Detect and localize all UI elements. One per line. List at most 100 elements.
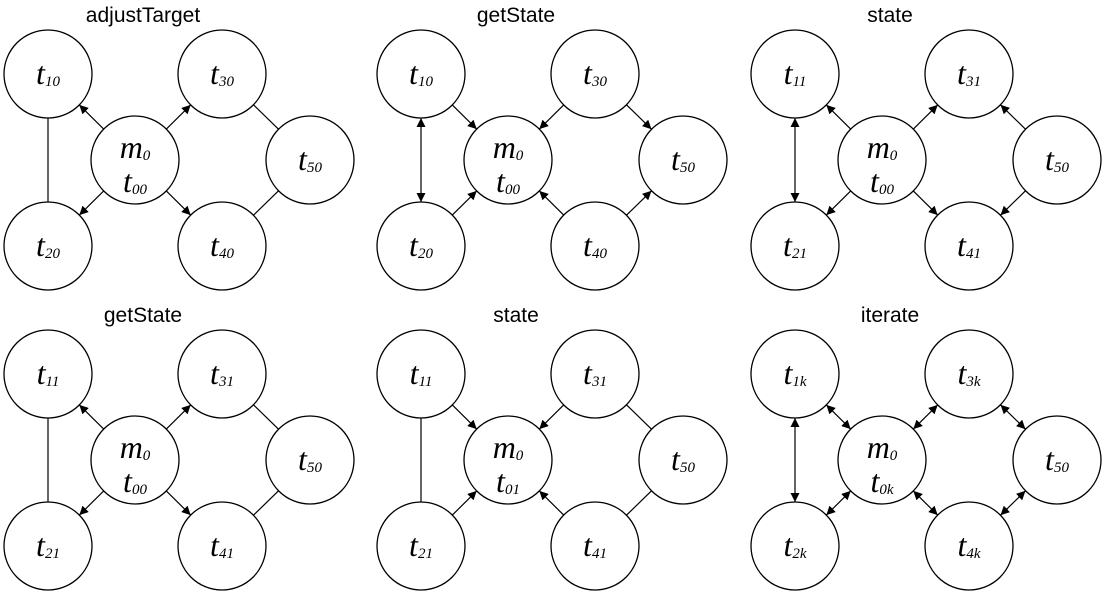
edge-m-t2 [78, 190, 105, 216]
node-subscript: 00 [505, 182, 521, 198]
panel-title: iterate [861, 304, 919, 327]
node-subscript: 11 [793, 74, 807, 90]
node-label: m0 [867, 429, 898, 465]
node-subscript: 41 [592, 546, 607, 562]
node-subscript: 41 [966, 246, 981, 262]
node-subscript: 01 [505, 482, 520, 498]
node-subscript: 11 [46, 374, 60, 390]
node-circle [550, 201, 640, 291]
edge-m-t3 [165, 404, 192, 430]
edge-m-t2 [825, 490, 852, 516]
node-main-letter: t [298, 141, 308, 177]
node-circle [3, 201, 93, 291]
node-main-letter: t [410, 355, 420, 391]
node-t3: t31 [177, 329, 267, 419]
node-t1: t11 [3, 329, 93, 419]
node-label: t11 [37, 355, 60, 391]
node-circle [837, 415, 927, 505]
node-circle [924, 329, 1014, 419]
node-subscript: 00 [132, 182, 148, 198]
node-main-letter: t [783, 527, 793, 563]
node-subscript: 50 [1054, 160, 1070, 176]
node-main-letter: m [493, 429, 516, 465]
node-label: t30 [583, 55, 607, 91]
node-circle [177, 201, 267, 291]
node-t5: t50 [265, 415, 355, 505]
node-circle [638, 415, 728, 505]
node-label: t50 [1045, 441, 1069, 477]
node-label: t00 [496, 163, 520, 199]
edge-m-t2 [78, 490, 105, 516]
node-subscript: 21 [418, 546, 433, 562]
node-subscript: 21 [45, 546, 60, 562]
node-subscript: 0 [890, 448, 898, 464]
edge-t3-t5 [1000, 404, 1026, 430]
node-circle [463, 415, 553, 505]
node-circle [924, 29, 1014, 119]
node-subscript: 31 [218, 374, 234, 390]
edge-m-t3 [912, 404, 939, 430]
node-main-letter: t [1045, 441, 1055, 477]
node-main-letter: t [123, 163, 133, 199]
node-subscript: 4k [966, 546, 981, 562]
node-circle [90, 415, 180, 505]
node-label: t11 [410, 355, 433, 391]
node-circle [750, 201, 840, 291]
node-subscript: 40 [219, 246, 235, 262]
node-main-letter: m [867, 129, 890, 165]
node-t1: t10 [3, 29, 93, 119]
node-subscript: 0 [143, 148, 151, 164]
node-label: t30 [210, 55, 234, 91]
node-circle [265, 415, 355, 505]
node-label: t31 [583, 355, 607, 391]
edge-t2-m [451, 490, 478, 516]
node-subscript: 11 [419, 374, 433, 390]
node-label: t00 [123, 163, 147, 199]
node-label: m0 [120, 129, 151, 165]
node-main-letter: t [409, 55, 419, 91]
edge-m-t1 [78, 404, 105, 430]
node-t4: t41 [924, 201, 1014, 291]
node-t4: t40 [550, 201, 640, 291]
node-t3: t31 [550, 329, 640, 419]
node-main-letter: m [120, 429, 143, 465]
node-subscript: 50 [1054, 460, 1070, 476]
node-main-letter: t [36, 55, 46, 91]
node-t5: t50 [1012, 115, 1102, 205]
node-subscript: 10 [418, 74, 434, 90]
node-label: t20 [409, 227, 433, 263]
node-subscript: 31 [965, 74, 981, 90]
edge-t3-t5 [253, 404, 279, 430]
node-main-letter: t [36, 227, 46, 263]
node-t2: t20 [3, 201, 93, 291]
node-t4: t41 [177, 501, 267, 591]
edge-t2-m [451, 190, 478, 216]
node-subscript: 0k [879, 482, 894, 498]
node-circle [924, 501, 1014, 591]
node-subscript: 20 [418, 246, 434, 262]
node-circle [3, 329, 93, 419]
edge-t3-t5 [253, 104, 279, 130]
edge-t1-m [451, 104, 478, 130]
node-subscript: 1k [792, 374, 807, 390]
edge-t4-t5 [626, 190, 652, 216]
node-subscript: 50 [307, 160, 323, 176]
node-label: t00 [870, 163, 894, 199]
node-main-letter: t [583, 355, 593, 391]
node-label: t21 [783, 227, 807, 263]
edge-m-t4 [912, 190, 939, 216]
node-subscript: 0 [890, 148, 898, 164]
node-circle [376, 501, 466, 591]
node-label: t50 [671, 441, 695, 477]
node-subscript: 3k [965, 374, 981, 390]
node-t4: t41 [550, 501, 640, 591]
panel-title: getState [477, 4, 555, 27]
node-label: t4k [957, 527, 980, 563]
node-main-letter: t [496, 463, 506, 499]
edge-m-t3 [912, 104, 939, 130]
node-t3: t31 [924, 29, 1014, 119]
